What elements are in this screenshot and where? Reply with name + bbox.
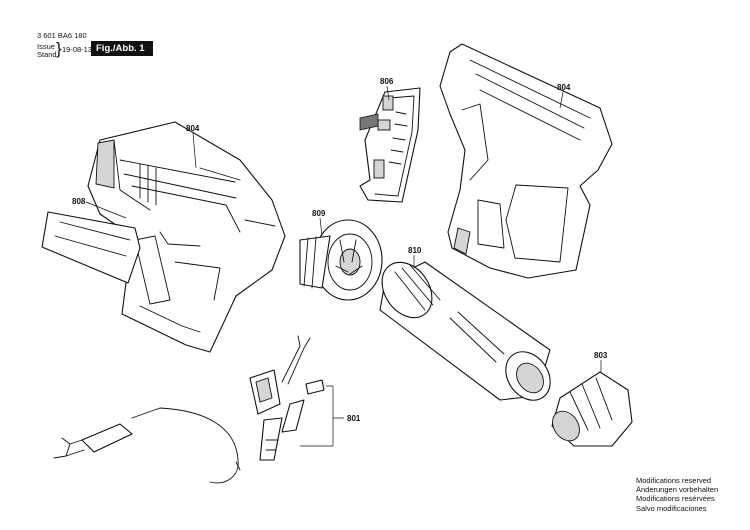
label-801: 801 — [300, 385, 361, 447]
heat-shield-808 — [41, 211, 141, 284]
note-line: Änderungen vorbehalten — [636, 485, 719, 495]
note-line: Modifications reserved — [636, 476, 712, 485]
stand-label: Stand — [37, 50, 57, 59]
label-808: 808 — [72, 197, 127, 219]
label-806: 806 — [380, 77, 394, 101]
heating-element-810 — [379, 261, 551, 401]
label-804-right: 804 — [557, 83, 571, 109]
label-809: 809 — [312, 209, 326, 237]
brace-icon: } — [56, 39, 62, 58]
switch-assembly-801 — [235, 335, 325, 471]
note-line: Modifications resérvées — [636, 494, 715, 504]
note-line: Salvo modificaciones — [636, 503, 707, 513]
part-number-804-right: 804 — [557, 83, 571, 92]
label-803: 803 — [594, 351, 608, 372]
circuit-board-806 — [359, 87, 421, 203]
part-number-801: 801 — [347, 414, 361, 423]
part-number-808: 808 — [72, 197, 86, 206]
part-number-810: 810 — [408, 246, 422, 255]
issue-date: 19-08-13 — [62, 45, 93, 54]
part-number-806: 806 — [380, 77, 394, 86]
cable-and-plug — [53, 407, 239, 484]
housing-left — [87, 121, 286, 353]
housing-right — [439, 43, 613, 279]
label-804-left: 804 — [186, 124, 200, 169]
document-code: 3 601 BA6 180 — [37, 31, 87, 40]
issue-label: Issue — [37, 42, 55, 51]
part-number-804-left: 804 — [186, 124, 200, 133]
part-number-809: 809 — [312, 209, 326, 218]
fan-809 — [299, 219, 383, 301]
figure-badge: Fig./Abb. 1 — [91, 41, 153, 56]
modification-notes: Modifications reserved Änderungen vorbeh… — [636, 476, 718, 513]
label-810: 810 — [408, 246, 422, 268]
nozzle-803 — [551, 371, 633, 447]
part-number-803: 803 — [594, 351, 608, 360]
